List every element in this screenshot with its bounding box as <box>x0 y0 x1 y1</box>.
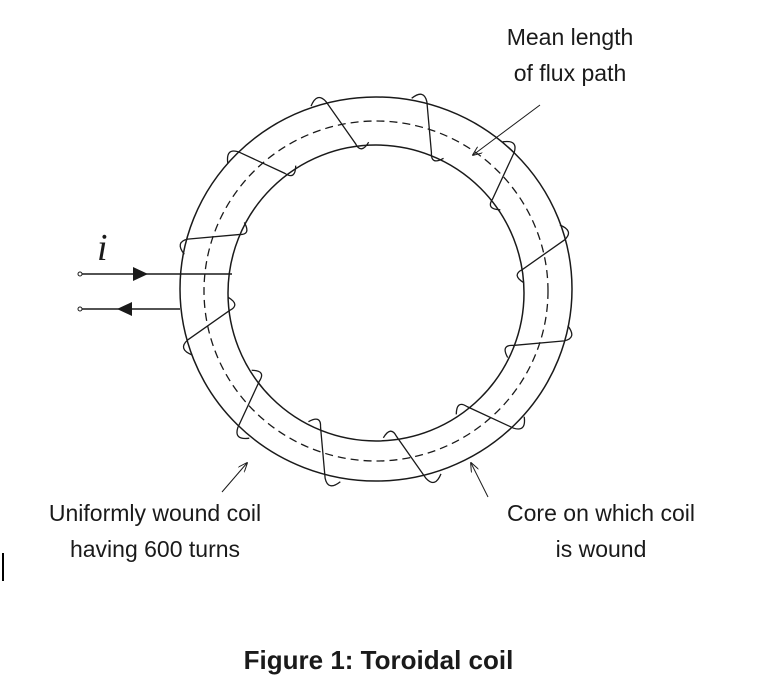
arrow-left-icon <box>117 302 132 316</box>
core-outer-edge <box>179 96 573 482</box>
figure-caption: Figure 1: Toroidal coil <box>243 645 514 675</box>
winding-turn <box>455 403 526 430</box>
winding-turn <box>308 418 341 487</box>
winding-turn <box>516 224 570 284</box>
winding-turn <box>489 140 516 211</box>
terminal-in <box>77 271 83 277</box>
core-pointer <box>471 463 489 498</box>
winding-turn <box>182 296 236 356</box>
text-cursor <box>2 553 4 581</box>
core-label: Core on which coil is wound <box>507 500 695 562</box>
coil-windings <box>179 93 573 487</box>
winding-turn <box>310 96 370 150</box>
core-inner-edge <box>227 144 525 442</box>
current-symbol: i <box>97 227 108 269</box>
winding-turn <box>382 430 442 484</box>
mean-flux-path <box>203 120 549 462</box>
coil-label: Uniformly wound coil having 600 turns <box>48 500 262 562</box>
coil-pointer <box>221 463 247 493</box>
winding-turn <box>504 325 573 358</box>
mean-length-pointer <box>473 104 541 155</box>
winding-turn <box>179 222 248 255</box>
arrow-right-icon <box>133 267 148 281</box>
mean-length-label: Mean length of flux path <box>506 24 634 86</box>
winding-turn <box>226 150 297 177</box>
terminal-out <box>77 306 83 312</box>
winding-turn <box>411 93 444 162</box>
winding-turn <box>236 369 263 440</box>
